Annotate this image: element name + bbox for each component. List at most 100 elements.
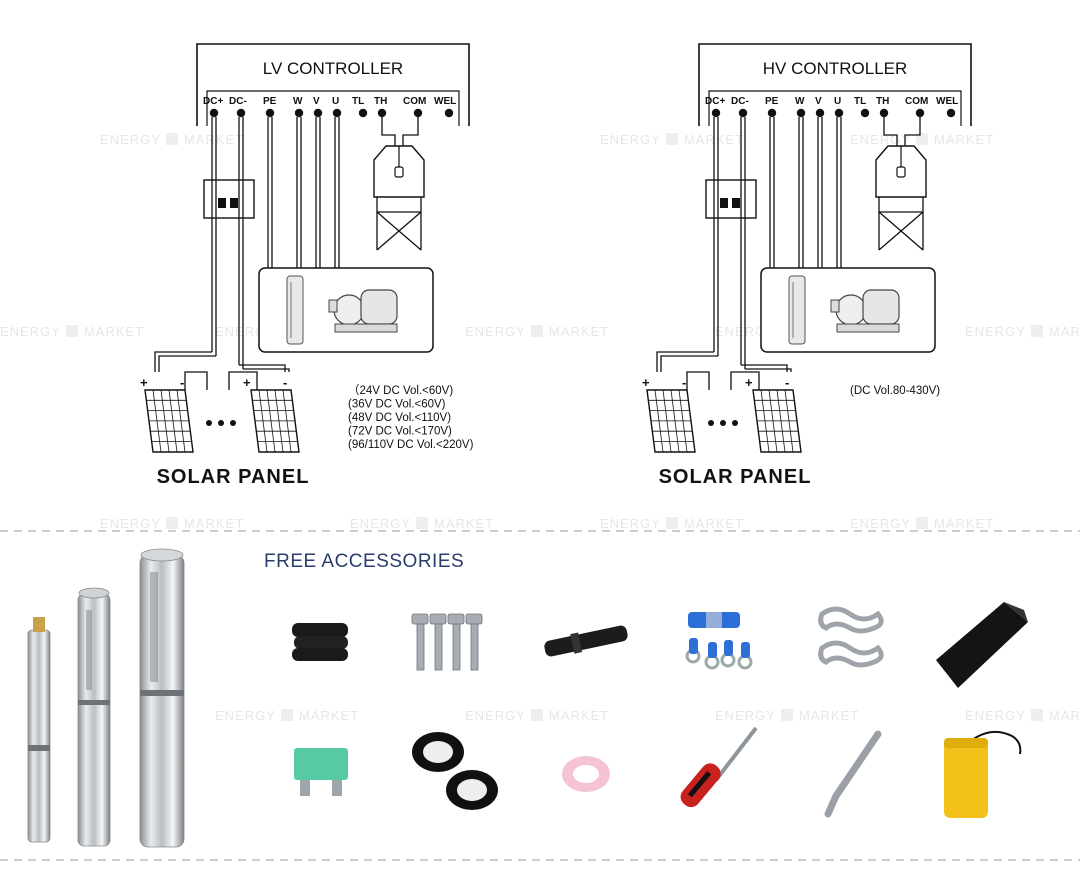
watermark-logo-icon bbox=[166, 133, 178, 145]
panel-grid bbox=[258, 389, 268, 453]
controller-inner-frame bbox=[708, 90, 962, 126]
terminal-dot bbox=[377, 108, 387, 118]
watermark-logo-icon bbox=[531, 709, 543, 721]
terminal-label: V bbox=[815, 96, 822, 107]
voltage-note: (96/110V DC Vol.<220V) bbox=[348, 439, 474, 451]
terminal-label: COM bbox=[403, 96, 426, 107]
hex-key-icon bbox=[824, 730, 882, 818]
surface-pump-icon bbox=[333, 294, 365, 326]
plus-sign: + bbox=[243, 375, 251, 390]
pump-inlet bbox=[830, 299, 840, 313]
ellipsis-dot bbox=[720, 420, 726, 426]
controller-frame bbox=[196, 43, 470, 126]
watermark-text: MARKET bbox=[1049, 708, 1080, 723]
terminal-label: W bbox=[795, 96, 805, 107]
pump-motor bbox=[862, 289, 900, 325]
teflon-tape-icon bbox=[562, 756, 610, 792]
minus-sign: - bbox=[785, 375, 789, 390]
minus-sign: - bbox=[283, 375, 287, 390]
terminal-dot bbox=[915, 108, 925, 118]
panel-grid bbox=[768, 389, 778, 453]
terminal-dot bbox=[860, 108, 870, 118]
controller-inner-frame bbox=[206, 90, 460, 126]
plus-sign: + bbox=[140, 375, 148, 390]
controller-frame bbox=[698, 43, 972, 126]
watermark-text: ENERGY bbox=[965, 324, 1026, 339]
panel-link bbox=[730, 371, 760, 390]
controller-title: HV CONTROLLER bbox=[763, 59, 908, 78]
submersible-pumps-image bbox=[27, 548, 185, 848]
tank-stand bbox=[376, 197, 422, 251]
watermark-text: ENERGY bbox=[850, 516, 911, 531]
terminal-dot bbox=[738, 108, 748, 118]
terminal-dot bbox=[767, 108, 777, 118]
watermark-text: MARKET bbox=[184, 132, 244, 147]
panel-grid bbox=[266, 389, 276, 453]
ellipsis-dot bbox=[206, 420, 212, 426]
heat-shrink-tube-icon bbox=[292, 623, 348, 661]
th-wire bbox=[381, 117, 396, 146]
float-switch bbox=[394, 166, 404, 178]
dc-plus-run bbox=[660, 355, 718, 372]
terminal-label: TH bbox=[876, 96, 889, 107]
panel-link bbox=[184, 371, 208, 390]
terminal-label: COM bbox=[905, 96, 928, 107]
watermark-text: ENERGY bbox=[600, 132, 661, 147]
controller-title: LV CONTROLLER bbox=[263, 59, 403, 78]
watermark-text: ENERGY bbox=[850, 132, 911, 147]
breaker-switch bbox=[230, 198, 238, 208]
terminal-label: U bbox=[332, 96, 339, 107]
watermark-text: MARKET bbox=[934, 516, 994, 531]
watermark-text: MARKET bbox=[1049, 324, 1080, 339]
cable-connector-icon bbox=[544, 625, 628, 657]
panel-grid bbox=[160, 389, 170, 453]
tank-stand bbox=[878, 197, 924, 251]
watermark-text: MARKET bbox=[84, 324, 144, 339]
watermark-text: ENERGY bbox=[0, 324, 61, 339]
dc-minus-run bbox=[239, 364, 286, 372]
black-pouch-icon bbox=[936, 602, 1028, 688]
terminal-label: DC- bbox=[731, 96, 749, 107]
watermark-text: ENERGY bbox=[100, 132, 161, 147]
accessories-title: FREE ACCESSORIES bbox=[264, 551, 464, 572]
fuse-icon bbox=[294, 748, 348, 796]
terminal-dot bbox=[711, 108, 721, 118]
minus-sign: - bbox=[180, 375, 184, 390]
bolts-icon bbox=[411, 613, 483, 671]
com-wire bbox=[904, 117, 921, 146]
terminal-dot bbox=[879, 108, 889, 118]
surface-pump-icon bbox=[835, 294, 867, 326]
watermark-logo-icon bbox=[1031, 709, 1043, 721]
watermark-text: ENERGY bbox=[350, 516, 411, 531]
crimp-terminals-icon bbox=[685, 612, 753, 670]
dc-minus-run bbox=[741, 364, 788, 372]
s-hooks-icon bbox=[818, 606, 884, 668]
pump-inlet bbox=[328, 299, 338, 313]
watermark-logo-icon bbox=[1031, 325, 1043, 337]
watermark-logo-icon bbox=[281, 709, 293, 721]
terminal-dot bbox=[265, 108, 275, 118]
voltage-note: （24V DC Vol.<60V) bbox=[348, 384, 453, 397]
panel-grid bbox=[662, 389, 672, 453]
terminal-label: DC+ bbox=[705, 96, 725, 107]
panel-grid bbox=[282, 389, 292, 453]
terminal-dot bbox=[313, 108, 323, 118]
terminal-dot bbox=[834, 108, 844, 118]
watermark-text: MARKET bbox=[799, 708, 859, 723]
watermark-text: ENERGY bbox=[465, 708, 526, 723]
terminal-dot bbox=[444, 108, 454, 118]
solar-panel-label: SOLAR PANEL bbox=[157, 466, 310, 488]
terminal-label: WEL bbox=[936, 96, 958, 107]
terminal-dot bbox=[358, 108, 368, 118]
terminal-label: PE bbox=[263, 96, 277, 107]
panel-grid bbox=[274, 389, 284, 453]
screwdriver-icon bbox=[680, 726, 758, 808]
voltage-note: (36V DC Vol.<60V) bbox=[348, 399, 446, 411]
panel-link bbox=[228, 371, 258, 390]
watermark-text: ENERGY bbox=[465, 324, 526, 339]
submersible-pump-icon bbox=[286, 275, 304, 345]
panel-grid bbox=[670, 389, 680, 453]
breaker-switch bbox=[732, 198, 740, 208]
